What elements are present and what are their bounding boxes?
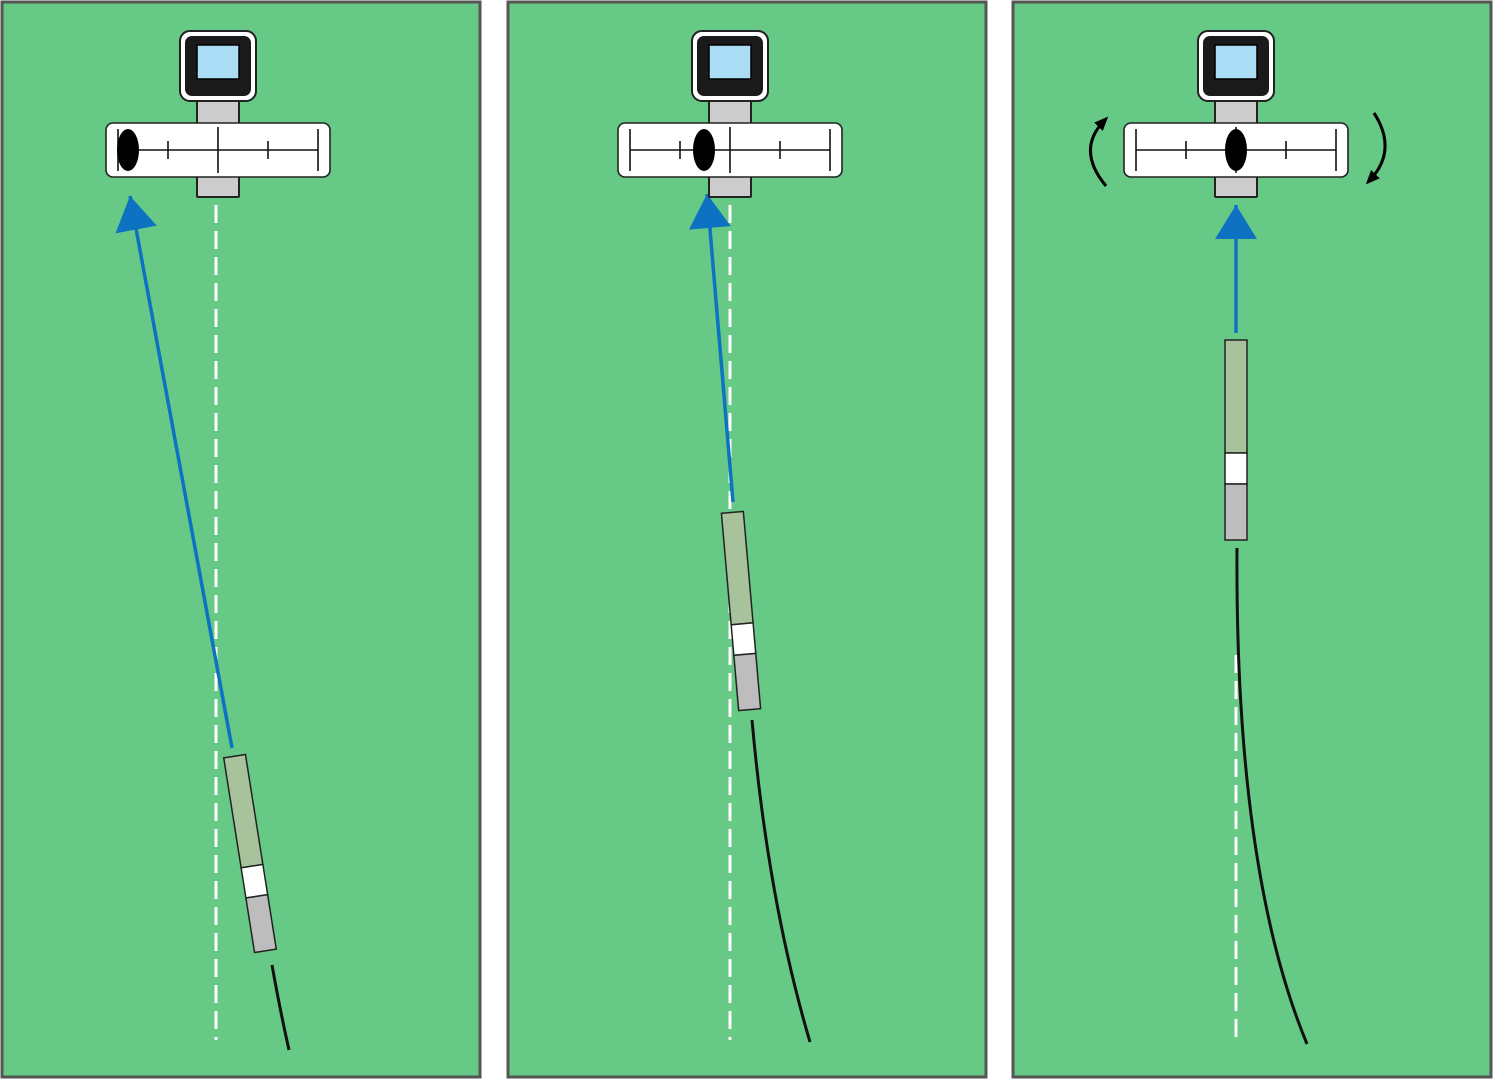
direction-arrow-head	[688, 194, 731, 230]
drill-head-tail	[245, 893, 278, 954]
drill-head-icon	[720, 510, 762, 712]
locator-receiver-icon	[105, 30, 331, 198]
drill-string	[270, 964, 291, 1051]
drill-head-tail	[733, 652, 762, 712]
receiver-position-marker	[693, 129, 715, 171]
drill-head-band	[240, 863, 269, 899]
drill-string	[1235, 547, 1309, 1045]
receiver-screen	[196, 44, 240, 80]
drill-string	[750, 719, 812, 1043]
locator-receiver-icon	[1123, 30, 1349, 198]
drill-head-band	[730, 622, 757, 657]
receiver-screen	[708, 44, 752, 80]
drill-head-icon	[222, 753, 278, 954]
direction-arrow-shaft	[705, 193, 735, 503]
drill-head-band	[1224, 452, 1248, 485]
receiver-position-marker	[1225, 129, 1247, 171]
drill-head-tail	[1224, 483, 1248, 541]
direction-arrow-head	[1215, 205, 1257, 239]
direction-arrow-head	[115, 196, 157, 234]
rotate-ccw-arrow-icon	[1089, 116, 1109, 187]
receiver-position-marker	[117, 129, 139, 171]
locator-receiver-icon	[617, 30, 843, 198]
rotate-cw-arrow-icon	[1365, 112, 1387, 185]
direction-arrow-shaft	[128, 195, 234, 749]
panel-2	[506, 0, 988, 1079]
drill-head-body	[1224, 339, 1248, 454]
panel-3	[1011, 0, 1493, 1079]
drill-head-icon	[1224, 339, 1248, 541]
receiver-screen	[1214, 44, 1258, 80]
panel-1	[0, 0, 482, 1079]
field	[0, 0, 482, 1079]
